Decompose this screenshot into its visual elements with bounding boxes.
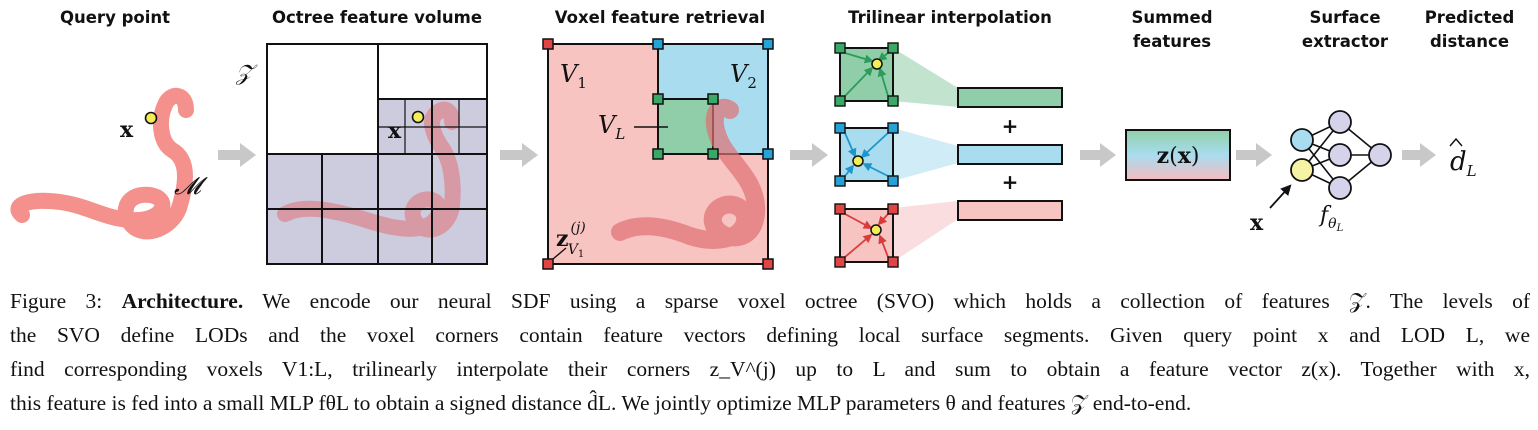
stage-arrows	[218, 143, 1436, 167]
summed-feature-box	[1125, 129, 1231, 181]
octree-x-label: x	[388, 118, 402, 144]
query-point-marker	[144, 111, 158, 125]
stage-title-summed: Summed features	[1131, 8, 1213, 51]
caption-line-1: Figure 3: Architecture. We encode our ne…	[10, 289, 1531, 313]
arrow-1	[218, 143, 256, 167]
feature-bar-red	[957, 200, 1063, 221]
mlp-label: fθL	[1318, 203, 1344, 234]
feature-bar-blue	[957, 144, 1063, 165]
stage-title-query: Query point	[59, 8, 171, 27]
voxel-snake	[611, 98, 766, 249]
octree-volume: x 𝒵	[235, 43, 488, 265]
arrow-3	[790, 143, 828, 167]
figure-graphics: x 𝓜	[10, 38, 1477, 270]
caption-line-3: find corresponding voxels V1:L, trilinea…	[10, 357, 1530, 381]
trilinear-stage: + +	[834, 42, 1063, 268]
arrow-6	[1402, 143, 1436, 167]
interp-cell-green	[834, 42, 899, 107]
figure-caption: Figure 3: Architecture. We encode our ne…	[10, 284, 1530, 420]
stage-title-octree: Octree feature volume	[271, 8, 483, 27]
voxel-retrieval: V1 V2 VL z(j)V1	[542, 38, 774, 270]
arrow-4	[1080, 143, 1116, 167]
predicted-distance: dL	[1449, 137, 1477, 180]
architecture-figure: Query point Octree feature volume Voxel …	[10, 8, 1515, 270]
stage-title-surface: Surface extractor	[1301, 8, 1389, 51]
stage-title-predicted: Predicted distance	[1424, 8, 1515, 51]
summed-features: z(x)	[1125, 129, 1231, 181]
distance-label: dL	[1450, 147, 1477, 180]
arrow-2	[500, 143, 538, 167]
mlp-x-label: x	[1250, 210, 1264, 236]
feature-bar-green	[957, 87, 1063, 108]
mesh-label: 𝓜	[174, 172, 208, 200]
mlp-input-x-node	[1290, 158, 1314, 182]
arrow-5	[1236, 143, 1272, 167]
stage-title-voxel: Voxel feature retrieval	[554, 8, 766, 27]
caption-title: Architecture.	[121, 289, 244, 313]
snake-shape	[10, 87, 194, 240]
summed-feature-label: z(x)	[1157, 143, 1200, 169]
caption-figure-label: Figure 3:	[10, 289, 103, 313]
query-point-stage: x 𝓜	[10, 87, 208, 240]
caption-line-4: this feature is fed into a small MLP fθL…	[10, 391, 1192, 415]
plus-sign-1: +	[1002, 114, 1019, 138]
plus-sign-2: +	[1002, 170, 1019, 194]
octree-query-point	[411, 110, 425, 124]
mlp-input-feature-node	[1290, 128, 1314, 152]
query-x-label: x	[120, 117, 134, 143]
mlp-network: x fθL	[1250, 110, 1392, 236]
stage-title-trilinear: Trilinear interpolation	[848, 8, 1052, 27]
caption-line-2: the SVO define LODs and the voxel corner…	[10, 323, 1530, 347]
voxel-vl	[657, 98, 714, 155]
mlp-output-node	[1368, 143, 1392, 167]
mlp-x-input-arrow	[1269, 184, 1292, 209]
interp-cell-blue	[834, 122, 899, 187]
feature-set-label: 𝒵	[235, 61, 258, 86]
interp-cell-red	[834, 203, 899, 268]
